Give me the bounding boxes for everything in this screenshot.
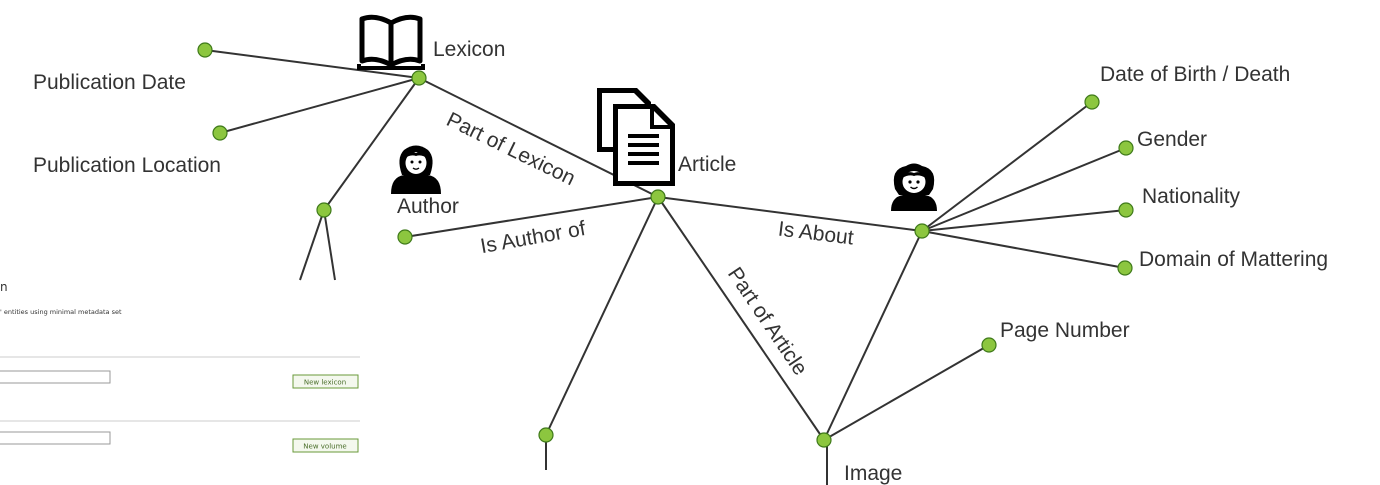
edge-lexicon-publication-location [219, 77, 420, 134]
node-publication-location[interactable] [212, 125, 228, 141]
node-nationality[interactable] [1118, 202, 1134, 218]
new-lexicon-button[interactable]: New lexicon [292, 374, 359, 389]
edge-person-birth-death [921, 101, 1093, 232]
edge-person-gender [921, 147, 1127, 232]
node-gender[interactable] [1118, 140, 1134, 156]
edge-lexicon-branch [323, 77, 420, 211]
node-lexicon-branch[interactable] [316, 202, 332, 218]
new-volume-button[interactable]: New volume [292, 438, 359, 453]
label-publication-date: Publication Date [33, 71, 186, 94]
edge-person-domain [921, 230, 1126, 269]
edge-lexicon-publication-date [204, 49, 420, 79]
node-date-of-birth-death[interactable] [1084, 94, 1100, 110]
edge-is-author-of [404, 196, 659, 238]
label-nationality: Nationality [1142, 185, 1241, 208]
volume-input[interactable] [0, 431, 111, 445]
label-gender: Gender [1137, 128, 1207, 151]
form-subtitle: ' entities using minimal metadata set [0, 308, 122, 316]
edge-article-lower [545, 196, 659, 436]
node-image[interactable] [816, 432, 832, 448]
label-article: Article [678, 153, 736, 176]
edge-is-about [657, 196, 923, 232]
lexicon-input[interactable] [0, 370, 111, 384]
node-author[interactable] [397, 229, 413, 245]
label-author: Author [397, 195, 459, 218]
background-form-panel: n ' entities using minimal metadata set … [0, 280, 360, 453]
node-person[interactable] [914, 223, 930, 239]
edge-branch-right [323, 209, 336, 281]
label-lexicon: Lexicon [433, 38, 505, 61]
edge-label-part-of-article: Part of Article [723, 263, 812, 379]
book-icon [357, 14, 425, 70]
node-article-lower[interactable] [538, 427, 554, 443]
edge-branch-left [299, 209, 325, 281]
documents-icon [597, 88, 675, 186]
label-date-of-birth-death: Date of Birth / Death [1100, 63, 1290, 86]
form-title: n [0, 280, 8, 294]
node-page-number[interactable] [981, 337, 997, 353]
node-lexicon[interactable] [411, 70, 427, 86]
node-labels: Lexicon Publication Date Publication Loc… [33, 38, 1328, 485]
label-page-number: Page Number [1000, 319, 1130, 342]
node-domain-of-mattering[interactable] [1117, 260, 1133, 276]
edge-part-of-article [657, 196, 825, 441]
label-domain-of-mattering: Domain of Mattering [1139, 248, 1328, 271]
edge-image-person [823, 230, 923, 441]
node-publication-date[interactable] [197, 42, 213, 58]
edge-person-nationality [921, 209, 1127, 232]
nodes [197, 42, 1134, 448]
edge-image-page-number [823, 344, 990, 441]
edge-label-part-of-lexicon: Part of Lexicon [443, 108, 579, 190]
label-publication-location: Publication Location [33, 154, 221, 177]
label-image: Image [844, 462, 902, 485]
new-volume-button-label: New volume [303, 443, 346, 451]
edge-label-is-about: Is About [777, 218, 855, 250]
new-lexicon-button-label: New lexicon [304, 379, 346, 387]
person-avatar-icon [891, 163, 937, 211]
node-article[interactable] [650, 189, 666, 205]
author-avatar-icon [391, 145, 441, 194]
